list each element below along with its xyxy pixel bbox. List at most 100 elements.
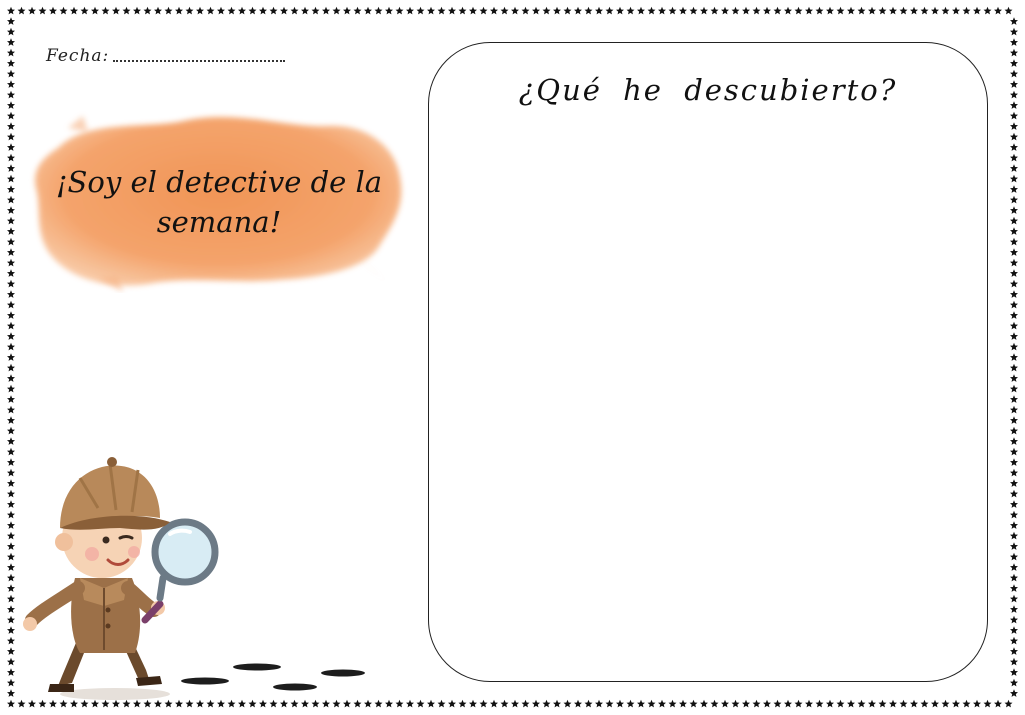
border-star [7,38,15,46]
border-star [658,699,666,708]
discovery-panel[interactable]: ¿Qué he descubierto? [428,42,988,682]
border-star [1010,374,1018,382]
border-star [133,699,141,708]
border-star [7,510,15,519]
border-star [7,458,15,466]
border-star [385,6,393,15]
border-star [910,6,918,15]
border-star [427,699,435,708]
border-star [7,605,15,613]
border-star [1010,248,1018,256]
border-star [154,6,162,15]
border-star [1010,416,1018,424]
border-star [7,521,15,529]
border-star [301,6,309,15]
border-star [1010,90,1018,99]
border-star [1010,122,1018,130]
border-star [826,6,834,15]
border-star [17,6,26,15]
border-star [364,699,372,708]
border-star [7,227,15,235]
border-star [364,6,372,15]
border-star [941,699,950,708]
border-star [206,6,215,15]
border-star [1010,59,1018,67]
border-star [941,6,950,15]
border-star [857,699,866,708]
border-star [857,6,866,15]
border-star [416,6,425,15]
border-star [112,699,120,708]
border-star [7,258,15,267]
border-star [521,699,530,708]
border-star [7,584,15,592]
border-star [280,6,288,15]
border-star [175,699,183,708]
border-star [679,699,687,708]
border-star [143,699,152,708]
border-star [836,6,845,15]
border-star [794,699,803,708]
border-star [1010,174,1018,183]
border-star [1010,27,1018,36]
border-star [1010,195,1018,204]
border-star [595,6,603,15]
border-star [259,699,267,708]
border-star [416,699,425,708]
border-star [7,416,15,424]
date-blank-line[interactable] [113,58,286,62]
border-star [7,174,15,183]
border-star [1010,426,1018,435]
border-star [7,374,15,382]
border-star [658,6,666,15]
border-star [448,699,456,708]
border-star [1010,290,1018,298]
border-star [668,6,677,15]
border-star [7,426,15,435]
border-star [868,699,876,708]
border-star [1010,500,1018,508]
border-star [1010,363,1018,372]
border-star [353,6,362,15]
border-star [679,6,687,15]
border-star [962,699,971,708]
border-star [836,699,845,708]
border-star [7,699,15,708]
border-star [7,69,15,78]
border-star [164,6,173,15]
border-star [952,699,960,708]
border-star [7,353,15,361]
border-star [59,6,68,15]
border-star [7,27,15,36]
border-star [175,6,183,15]
border-star [1010,510,1018,519]
border-star [185,6,194,15]
border-star [7,248,15,256]
border-star [290,6,299,15]
border-star [647,6,656,15]
border-star [878,699,887,708]
border-star [910,699,918,708]
border-star [1010,38,1018,46]
border-star [122,699,131,708]
border-star [7,122,15,130]
border-star [38,6,47,15]
border-star [7,615,15,624]
border-star [437,6,446,15]
border-star [101,699,110,708]
border-star [689,699,698,708]
border-star [7,395,15,403]
border-star [7,59,15,67]
border-star [689,6,698,15]
border-star [742,6,750,15]
border-star [311,6,320,15]
border-star [1010,206,1018,214]
border-star [458,6,467,15]
border-star [574,699,582,708]
detective-headline: ¡Soy el detective de la semana! [55,165,383,239]
border-star [1010,164,1018,172]
border-star [7,552,15,561]
border-star [7,626,15,634]
border-star [1010,342,1018,351]
